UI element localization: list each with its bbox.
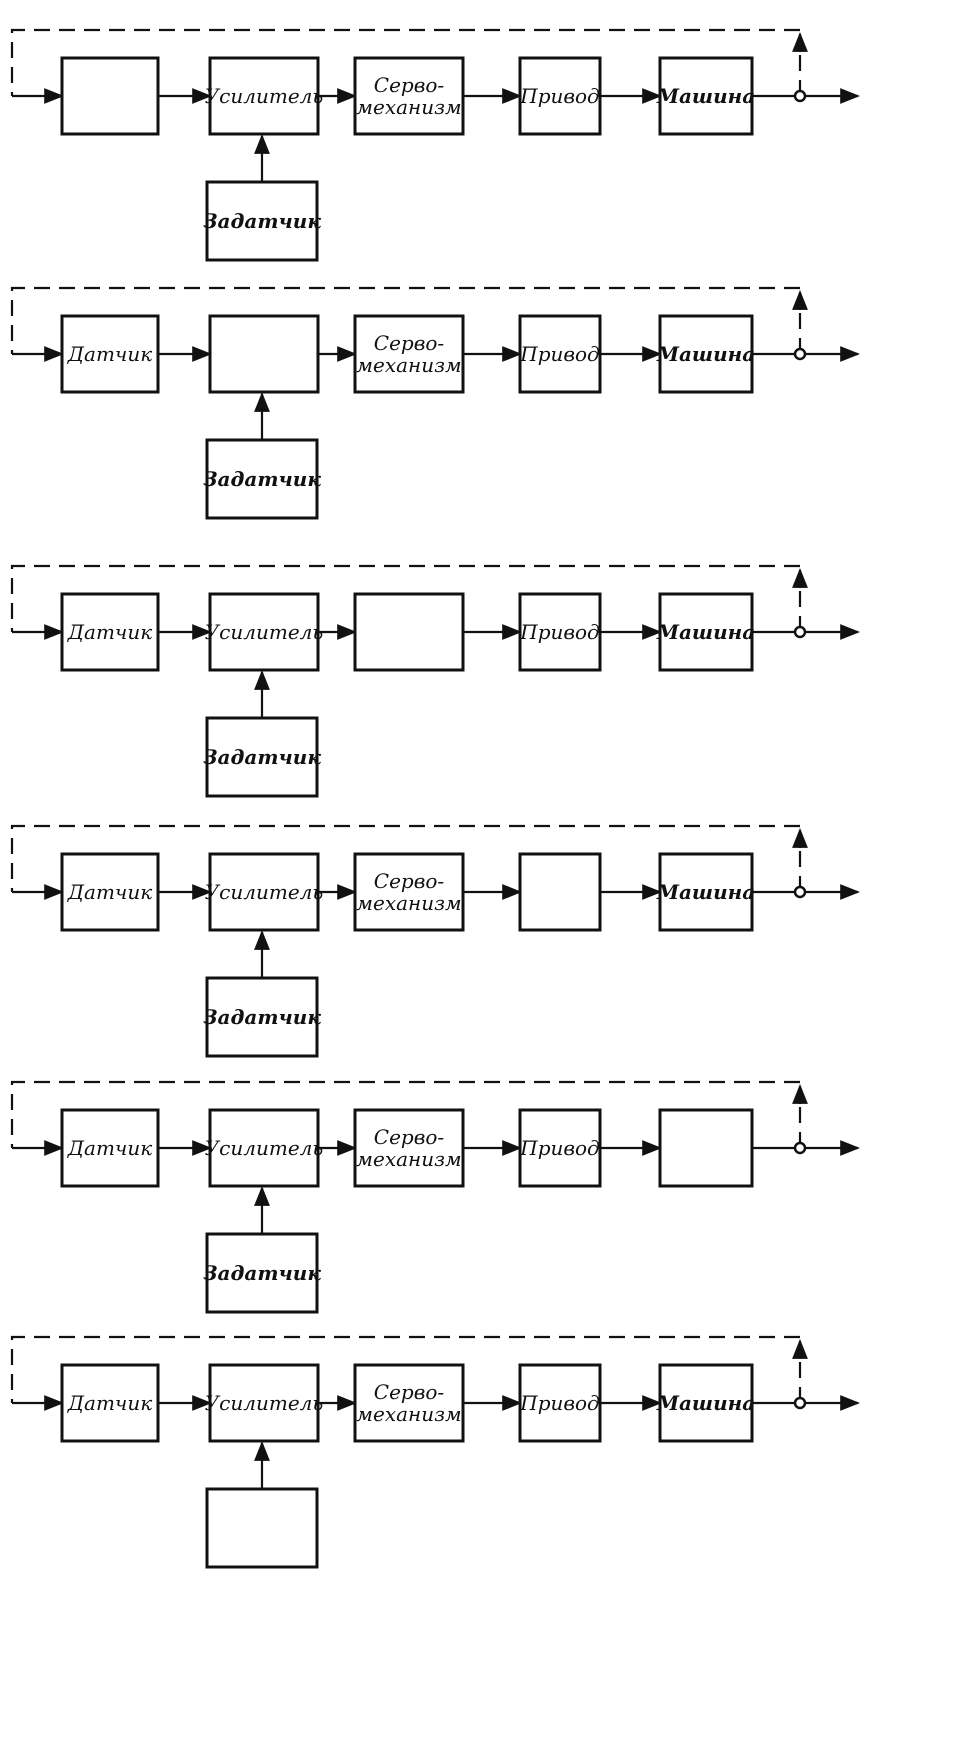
diagram-5: Датчик Усилитель Серво-механизм ПриводЗадат…	[10, 1080, 860, 1314]
setter-box	[205, 1487, 319, 1569]
drive-box	[518, 852, 602, 932]
machine-label: Машина	[656, 1391, 755, 1415]
output-node	[793, 625, 807, 639]
sensor-box	[60, 1363, 160, 1443]
drive-label: Привод	[519, 342, 599, 366]
sensor-label: Датчик	[67, 1136, 152, 1160]
servo-box	[353, 314, 465, 394]
servo-box	[353, 1363, 465, 1443]
sensor-label: Датчик	[67, 620, 152, 644]
sensor-box	[60, 592, 160, 672]
amplifier-label: Усилитель	[205, 880, 324, 904]
sensor-label: Датчик	[67, 1391, 152, 1415]
drive-box	[518, 1108, 602, 1188]
sensor-box	[60, 852, 160, 932]
diagram-1: Усилитель Серво-механизм Привод МашинаЗадат…	[10, 28, 860, 262]
amplifier-box	[208, 56, 320, 136]
output-node	[793, 347, 807, 361]
setter-label: Задатчик	[203, 745, 321, 769]
machine-label: Машина	[656, 620, 755, 644]
drive-label: Привод	[519, 1391, 599, 1415]
servo-label-line1: Серво-	[374, 869, 445, 893]
diagram-6: Датчик Усилитель Серво-механизм Привод Машин…	[10, 1335, 860, 1569]
setter-label: Задатчик	[203, 1005, 321, 1029]
setter-label: Задатчик	[203, 209, 321, 233]
output-node	[793, 1141, 807, 1155]
servo-box	[353, 1108, 465, 1188]
servo-label-line2: механизм	[356, 1402, 461, 1426]
diagram-4: Датчик Усилитель Серво-механизм МашинаЗадат…	[10, 824, 860, 1058]
servo-label-line1: Серво-	[374, 331, 445, 355]
drive-box	[518, 56, 602, 136]
machine-label: Машина	[656, 342, 755, 366]
output-node	[793, 89, 807, 103]
servo-label-line1: Серво-	[374, 1380, 445, 1404]
sensor-label: Датчик	[67, 342, 152, 366]
servo-label-line2: механизм	[356, 353, 461, 377]
machine-box	[658, 852, 754, 932]
drive-box	[518, 314, 602, 394]
servo-label-line2: механизм	[356, 1147, 461, 1171]
amplifier-box	[208, 852, 320, 932]
machine-box	[658, 592, 754, 672]
machine-label: Машина	[656, 84, 755, 108]
sensor-box	[60, 1108, 160, 1188]
sensor-box	[60, 314, 160, 394]
drive-box	[518, 592, 602, 672]
sensor-box	[60, 56, 160, 136]
amplifier-box	[208, 1108, 320, 1188]
amplifier-label: Усилитель	[205, 1391, 324, 1415]
machine-label: Машина	[656, 880, 755, 904]
machine-box	[658, 1108, 754, 1188]
setter-box	[205, 976, 319, 1058]
amplifier-box	[208, 1363, 320, 1443]
servo-box	[353, 852, 465, 932]
amplifier-box	[208, 314, 320, 394]
servo-label-line1: Серво-	[374, 1125, 445, 1149]
servo-label-line2: механизм	[356, 95, 461, 119]
setter-label: Задатчик	[203, 467, 321, 491]
amplifier-label: Усилитель	[205, 620, 324, 644]
machine-box	[658, 314, 754, 394]
machine-box	[658, 1363, 754, 1443]
servo-label-line2: механизм	[356, 891, 461, 915]
drive-label: Привод	[519, 620, 599, 644]
amplifier-label: Усилитель	[205, 1136, 324, 1160]
setter-label: Задатчик	[203, 1261, 321, 1285]
drive-label: Привод	[519, 84, 599, 108]
servo-box	[353, 56, 465, 136]
amplifier-box	[208, 592, 320, 672]
machine-box	[658, 56, 754, 136]
servo-label-line1: Серво-	[374, 73, 445, 97]
servo-box	[353, 592, 465, 672]
amplifier-label: Усилитель	[205, 84, 324, 108]
drive-box	[518, 1363, 602, 1443]
output-node	[793, 885, 807, 899]
output-node	[793, 1396, 807, 1410]
sensor-label: Датчик	[67, 880, 152, 904]
setter-box	[205, 438, 319, 520]
drive-label: Привод	[519, 1136, 599, 1160]
setter-box	[205, 1232, 319, 1314]
